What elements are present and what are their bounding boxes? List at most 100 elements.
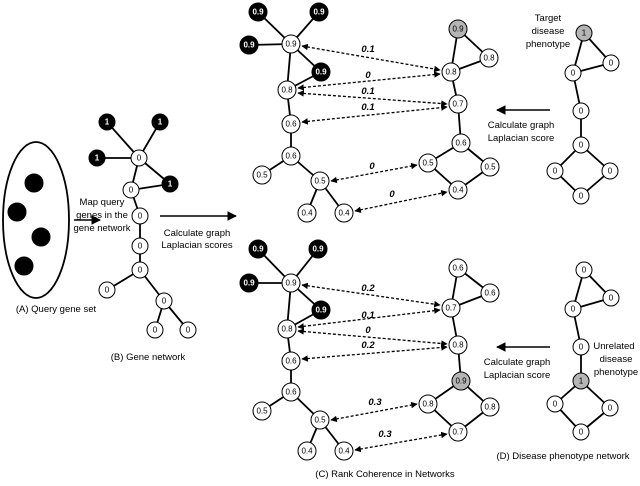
node-label: 0 (608, 404, 613, 413)
score-label: 0.1 (361, 310, 374, 321)
disease-node-scored (448, 258, 468, 278)
node-label: 0.9 (252, 8, 264, 17)
rank-link (297, 307, 441, 330)
laplacian-step-line1: Calculate graph (164, 228, 231, 239)
panel-d-label: (D) Disease phenotype network (496, 451, 629, 462)
node-label: 0.5 (422, 159, 434, 168)
gene-node-scored (248, 239, 268, 259)
disease-node-scored (448, 19, 468, 39)
rank-link (354, 190, 448, 213)
node-label: 0.9 (285, 40, 297, 49)
disease-node (601, 399, 619, 417)
node-label: 0 (571, 69, 576, 78)
gene-node-scored (281, 351, 301, 371)
node-label: 0 (609, 294, 614, 303)
node-label: 0.9 (243, 279, 255, 288)
node-label: 0.6 (285, 120, 297, 129)
calc-score-bottom-line2: Laplacian score (484, 370, 551, 381)
node-label: 0.5 (256, 407, 268, 416)
rank-link (354, 431, 448, 453)
rank-link (301, 344, 448, 362)
score-label: 0.3 (368, 397, 382, 408)
disease-node (546, 162, 564, 180)
node-label: 0 (138, 242, 143, 251)
unrelated-phenotype-network: 0 0 0 0 1 0 0 0 Unrelated disease phenot… (546, 261, 638, 441)
node-label: 0 (162, 297, 167, 306)
laplacian-step-line2: Laplacian scores (161, 240, 233, 251)
gene-node-scored (239, 35, 259, 55)
gene-node-scored (281, 114, 301, 134)
node-label: 0.8 (281, 325, 293, 334)
scored-disease-network-bottom: 0.6 0.7 0.6 0.8 0.9 0.8 0.8 0.7 (418, 258, 500, 442)
gene-node-scored (297, 441, 317, 461)
node-label: 0 (138, 266, 143, 275)
target-phenotype-line2: disease (532, 26, 565, 37)
disease-node-scored (441, 298, 461, 318)
node-label: 0.6 (455, 139, 467, 148)
gene-node-scored (248, 2, 268, 22)
node-label: 0 (579, 107, 584, 116)
disease-node-scored (451, 371, 471, 391)
node-label: 0.7 (452, 428, 464, 437)
score-label: 0 (365, 325, 371, 336)
node-label: 0 (579, 141, 584, 150)
calc-score-bottom-line1: Calculate graph (484, 357, 551, 368)
node-label: 0 (608, 167, 613, 176)
rank-link (301, 282, 441, 308)
panel-c-label: (C) Rank Coherence in Networks (315, 469, 455, 480)
disease-node-scored (480, 397, 500, 417)
target-phenotype-network: 1 0 0 0 0 0 0 0 Target disease phenotype (526, 13, 620, 205)
gene-node-scored (297, 203, 317, 223)
gene-node-scored (281, 382, 301, 402)
gene-node-scored (252, 401, 272, 421)
gene-node-query (88, 149, 106, 167)
disease-node-scored (448, 94, 468, 114)
gene-node (131, 207, 149, 225)
gene-node-scored (310, 171, 330, 191)
node-label: 0.8 (452, 341, 464, 350)
unrelated-phenotype-line1: Unrelated (593, 341, 634, 352)
unrelated-phenotype-line3: phenotype (594, 367, 638, 378)
node-label: 1 (105, 118, 110, 127)
node-label: 0 (579, 343, 584, 352)
node-label: 0 (129, 186, 134, 195)
node-label: 0 (553, 167, 558, 176)
scored-gene-network-bottom: 0.9 0.9 0.9 0.9 0.9 0.8 0.6 0.6 0.5 0.5 … (239, 239, 354, 461)
disease-node (572, 136, 590, 154)
disease-node-scored (480, 157, 500, 177)
gene-node-query (151, 113, 169, 131)
query-gene (24, 173, 44, 193)
rank-link (330, 162, 418, 184)
node-label: 0.9 (315, 306, 327, 315)
scored-gene-network-top: 0.9 0.9 0.9 0.9 0.9 0.8 0.6 0.6 0.5 0.5 … (239, 2, 354, 223)
node-label: 0.6 (484, 289, 496, 298)
gene-node-scored (334, 441, 354, 461)
disease-node-scored (451, 133, 471, 153)
node-label: 0.9 (243, 41, 255, 50)
disease-node-unrelated (572, 372, 590, 390)
disease-node (602, 54, 620, 72)
disease-node (601, 162, 619, 180)
node-label: 0.9 (313, 8, 325, 17)
unrelated-phenotype-line2: disease (600, 354, 633, 365)
target-phenotype-line3: phenotype (526, 39, 570, 50)
rank-links-bottom: 0.2 0.1 0 0.2 0.3 0.3 (297, 282, 448, 453)
gene-node-scored (252, 165, 272, 185)
node-label: 0.9 (285, 279, 297, 288)
node-label: 0 (579, 428, 584, 437)
rank-link (301, 104, 448, 125)
disease-node (572, 102, 590, 120)
node-label: 0 (609, 59, 614, 68)
node-label: 0.7 (445, 304, 457, 313)
node-label: 0.6 (285, 388, 297, 397)
calc-score-top-line2: Laplacian score (488, 133, 555, 144)
node-label: 0 (186, 326, 191, 335)
score-label: 0.2 (361, 283, 375, 294)
node-label: 0.8 (484, 403, 496, 412)
gene-node (130, 149, 148, 167)
node-label: 1 (158, 118, 163, 127)
disease-node (564, 300, 582, 318)
gene-node-scored (239, 273, 259, 293)
node-label: 0 (137, 154, 142, 163)
score-label: 0.3 (378, 429, 392, 440)
